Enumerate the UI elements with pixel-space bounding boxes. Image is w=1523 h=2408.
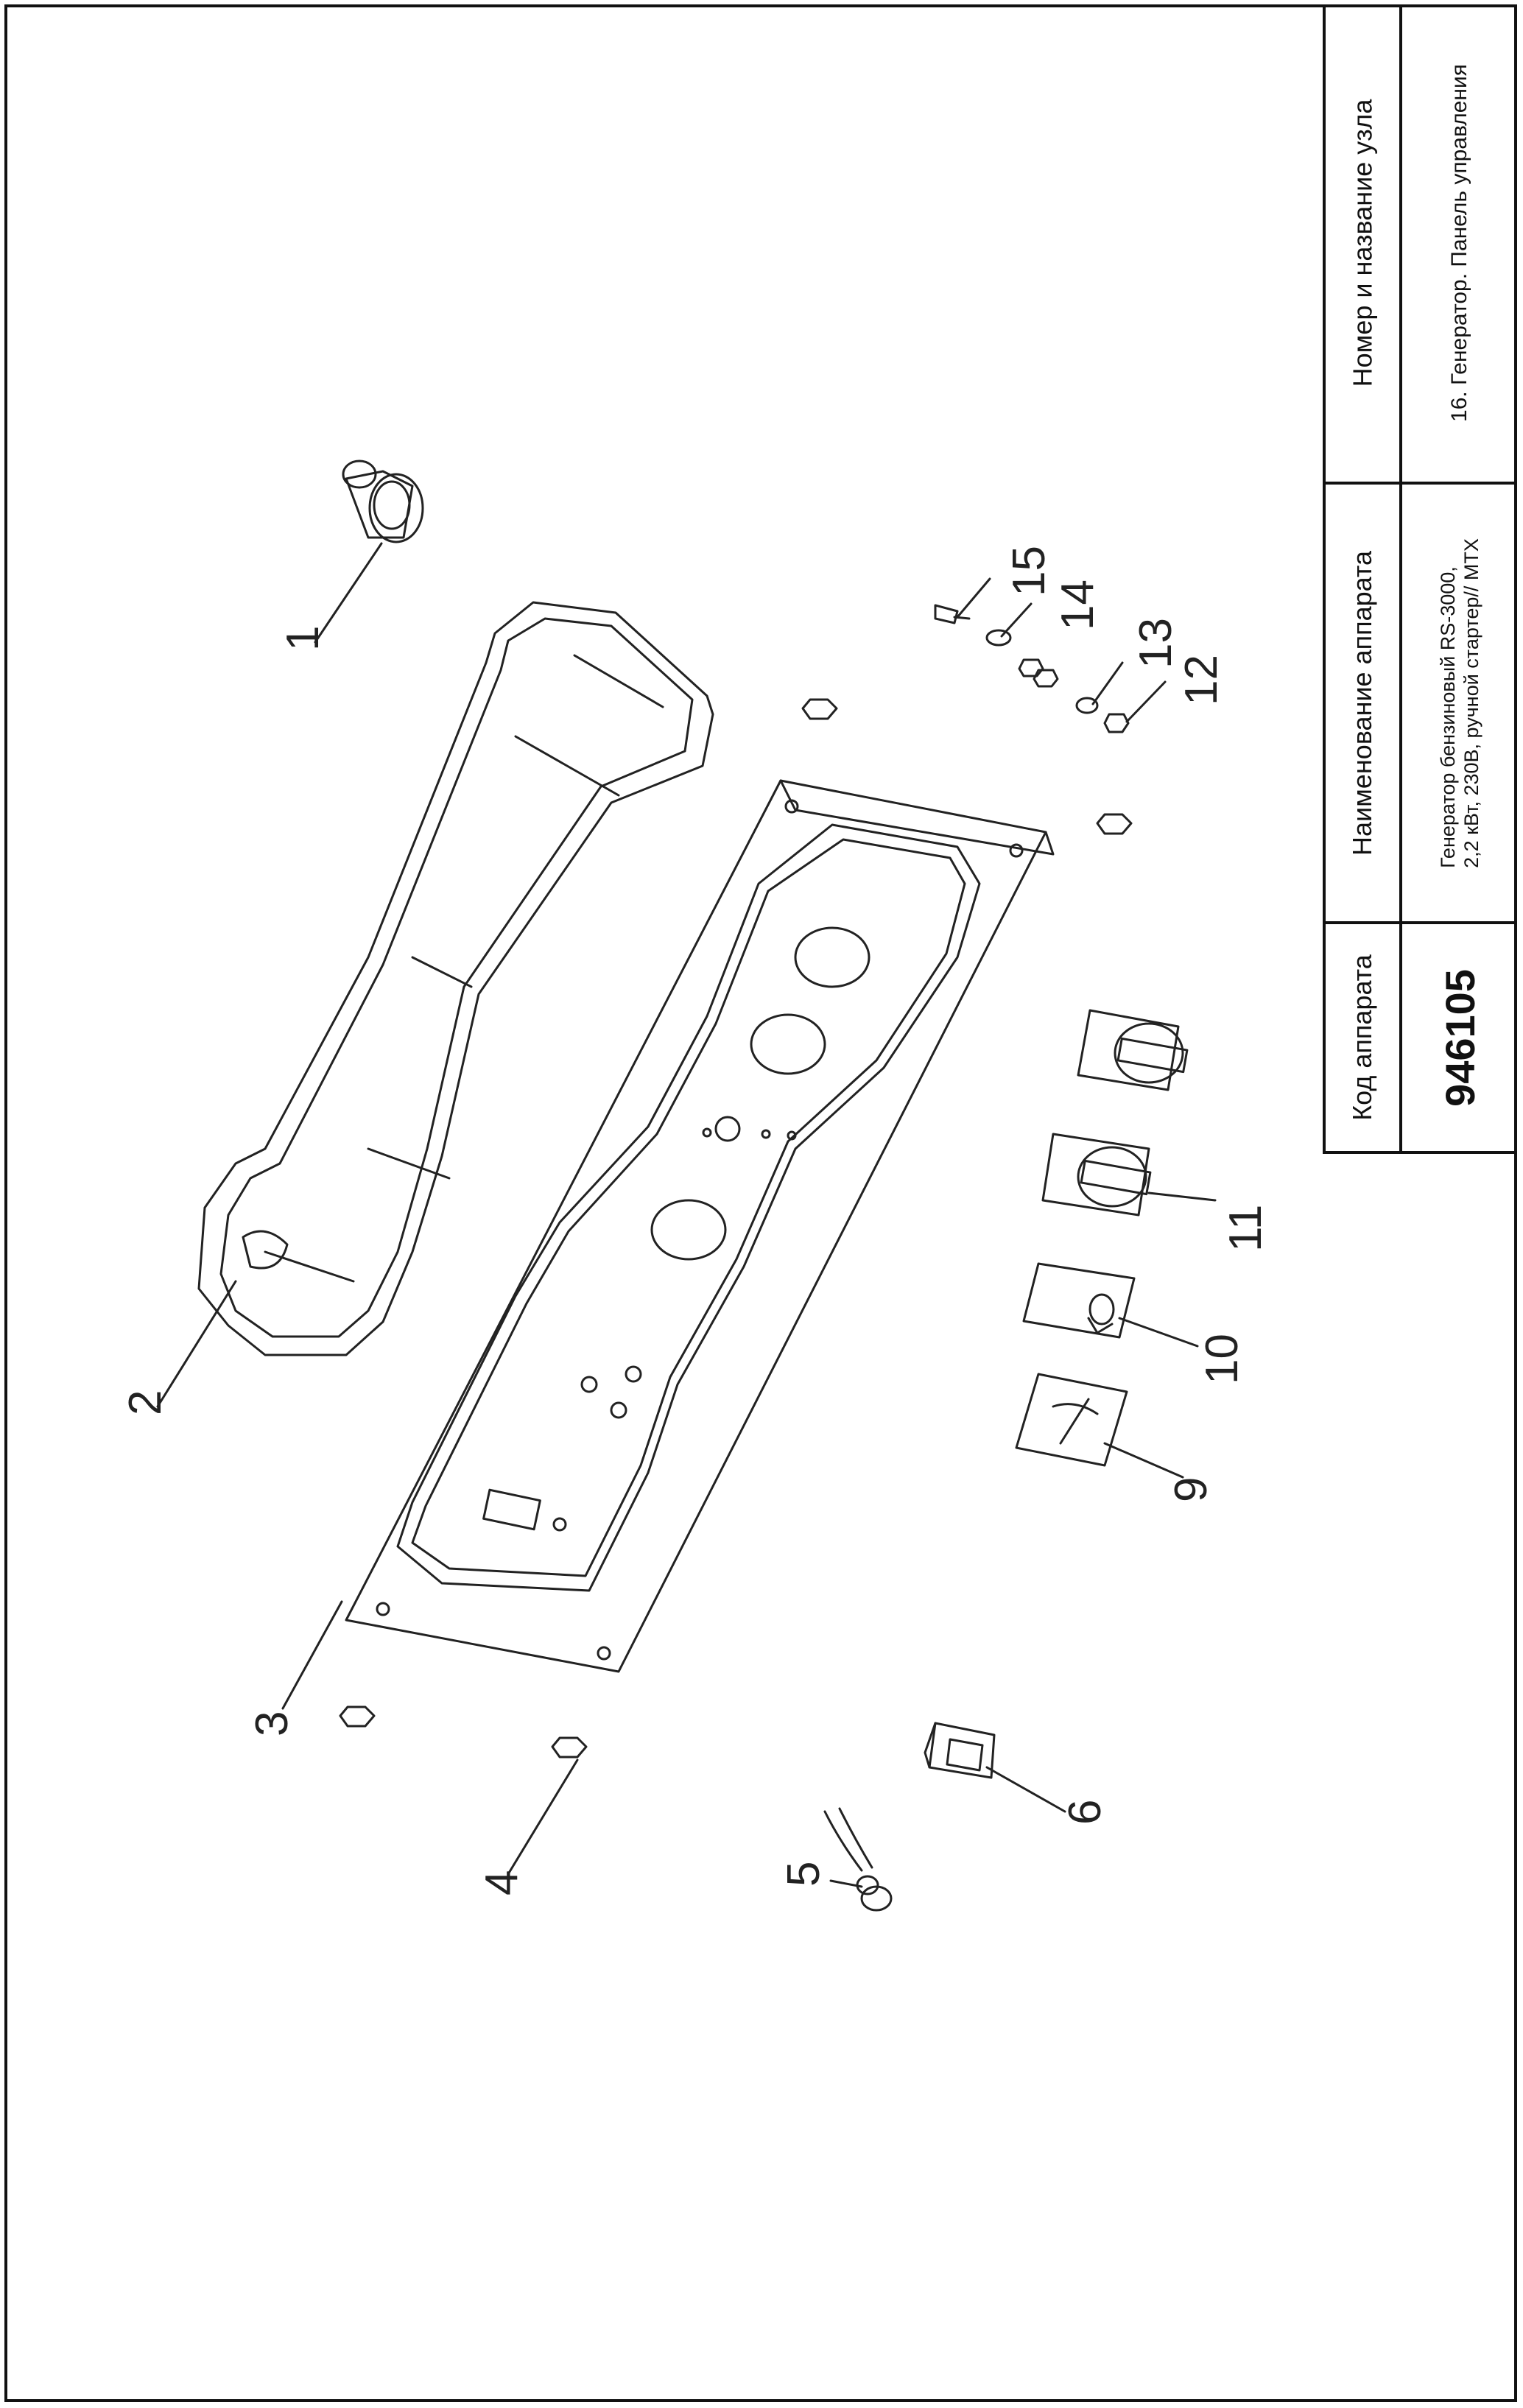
leader-12 [1125,680,1167,723]
leader-2 [156,1280,237,1408]
callout-1: 1 [278,626,328,651]
callout-13: 13 [1130,618,1181,669]
device-name-value: Генератор бензиновый RS-3000, 2,2 кВт, 2… [1436,538,1483,868]
part-6-switch [924,1722,996,1779]
leader-9 [1103,1442,1184,1479]
parts-12-15-hardware [934,604,1130,733]
leader-6 [985,1766,1066,1813]
callout-15: 15 [1004,546,1055,596]
drawing-frame [4,4,1517,2402]
part-1-knob [342,460,424,543]
callout-3: 3 [247,1711,298,1736]
leader-14 [1000,602,1033,638]
part-10-breaker [1022,1262,1136,1339]
part-9-meter [1015,1373,1128,1467]
title-block: Номер и название узла 16. Генератор. Пан… [1323,4,1517,1154]
code-value: 946105 [1436,968,1483,1107]
leader-10 [1118,1317,1199,1348]
device-name-line2: 2,2 кВт, 230В, ручной стартер// MTX [1460,538,1482,868]
leader-1 [314,542,383,644]
leader-3 [281,1600,343,1710]
callout-6: 6 [1060,1800,1111,1825]
callout-9: 9 [1166,1477,1217,1502]
device-name-line1: Генератор бензиновый RS-3000, [1437,566,1459,868]
part-4-nuts [339,698,1133,1759]
leader-5 [829,1879,863,1888]
leader-4 [507,1759,579,1876]
node-value: 16. Генератор. Панель управления [1447,64,1471,422]
node-header: Номер и название узла [1347,99,1378,387]
part-2-cover [197,601,714,1356]
device-name-header: Наименование аппарата [1347,550,1378,856]
callout-2: 2 [120,1390,171,1415]
part-3-panel [345,779,1055,1673]
callout-4: 4 [476,1870,527,1895]
leader-15 [956,577,991,619]
callout-12: 12 [1176,655,1227,705]
callout-11: 11 [1220,1205,1271,1252]
callout-5: 5 [778,1862,829,1887]
leader-13 [1091,661,1124,705]
leader-11 [1147,1191,1217,1202]
part-5-lamp [823,1807,893,1912]
code-header: Код аппарата [1347,954,1378,1121]
part-11-sockets [1041,1009,1189,1217]
callout-10: 10 [1197,1334,1248,1384]
callout-14: 14 [1052,580,1103,630]
